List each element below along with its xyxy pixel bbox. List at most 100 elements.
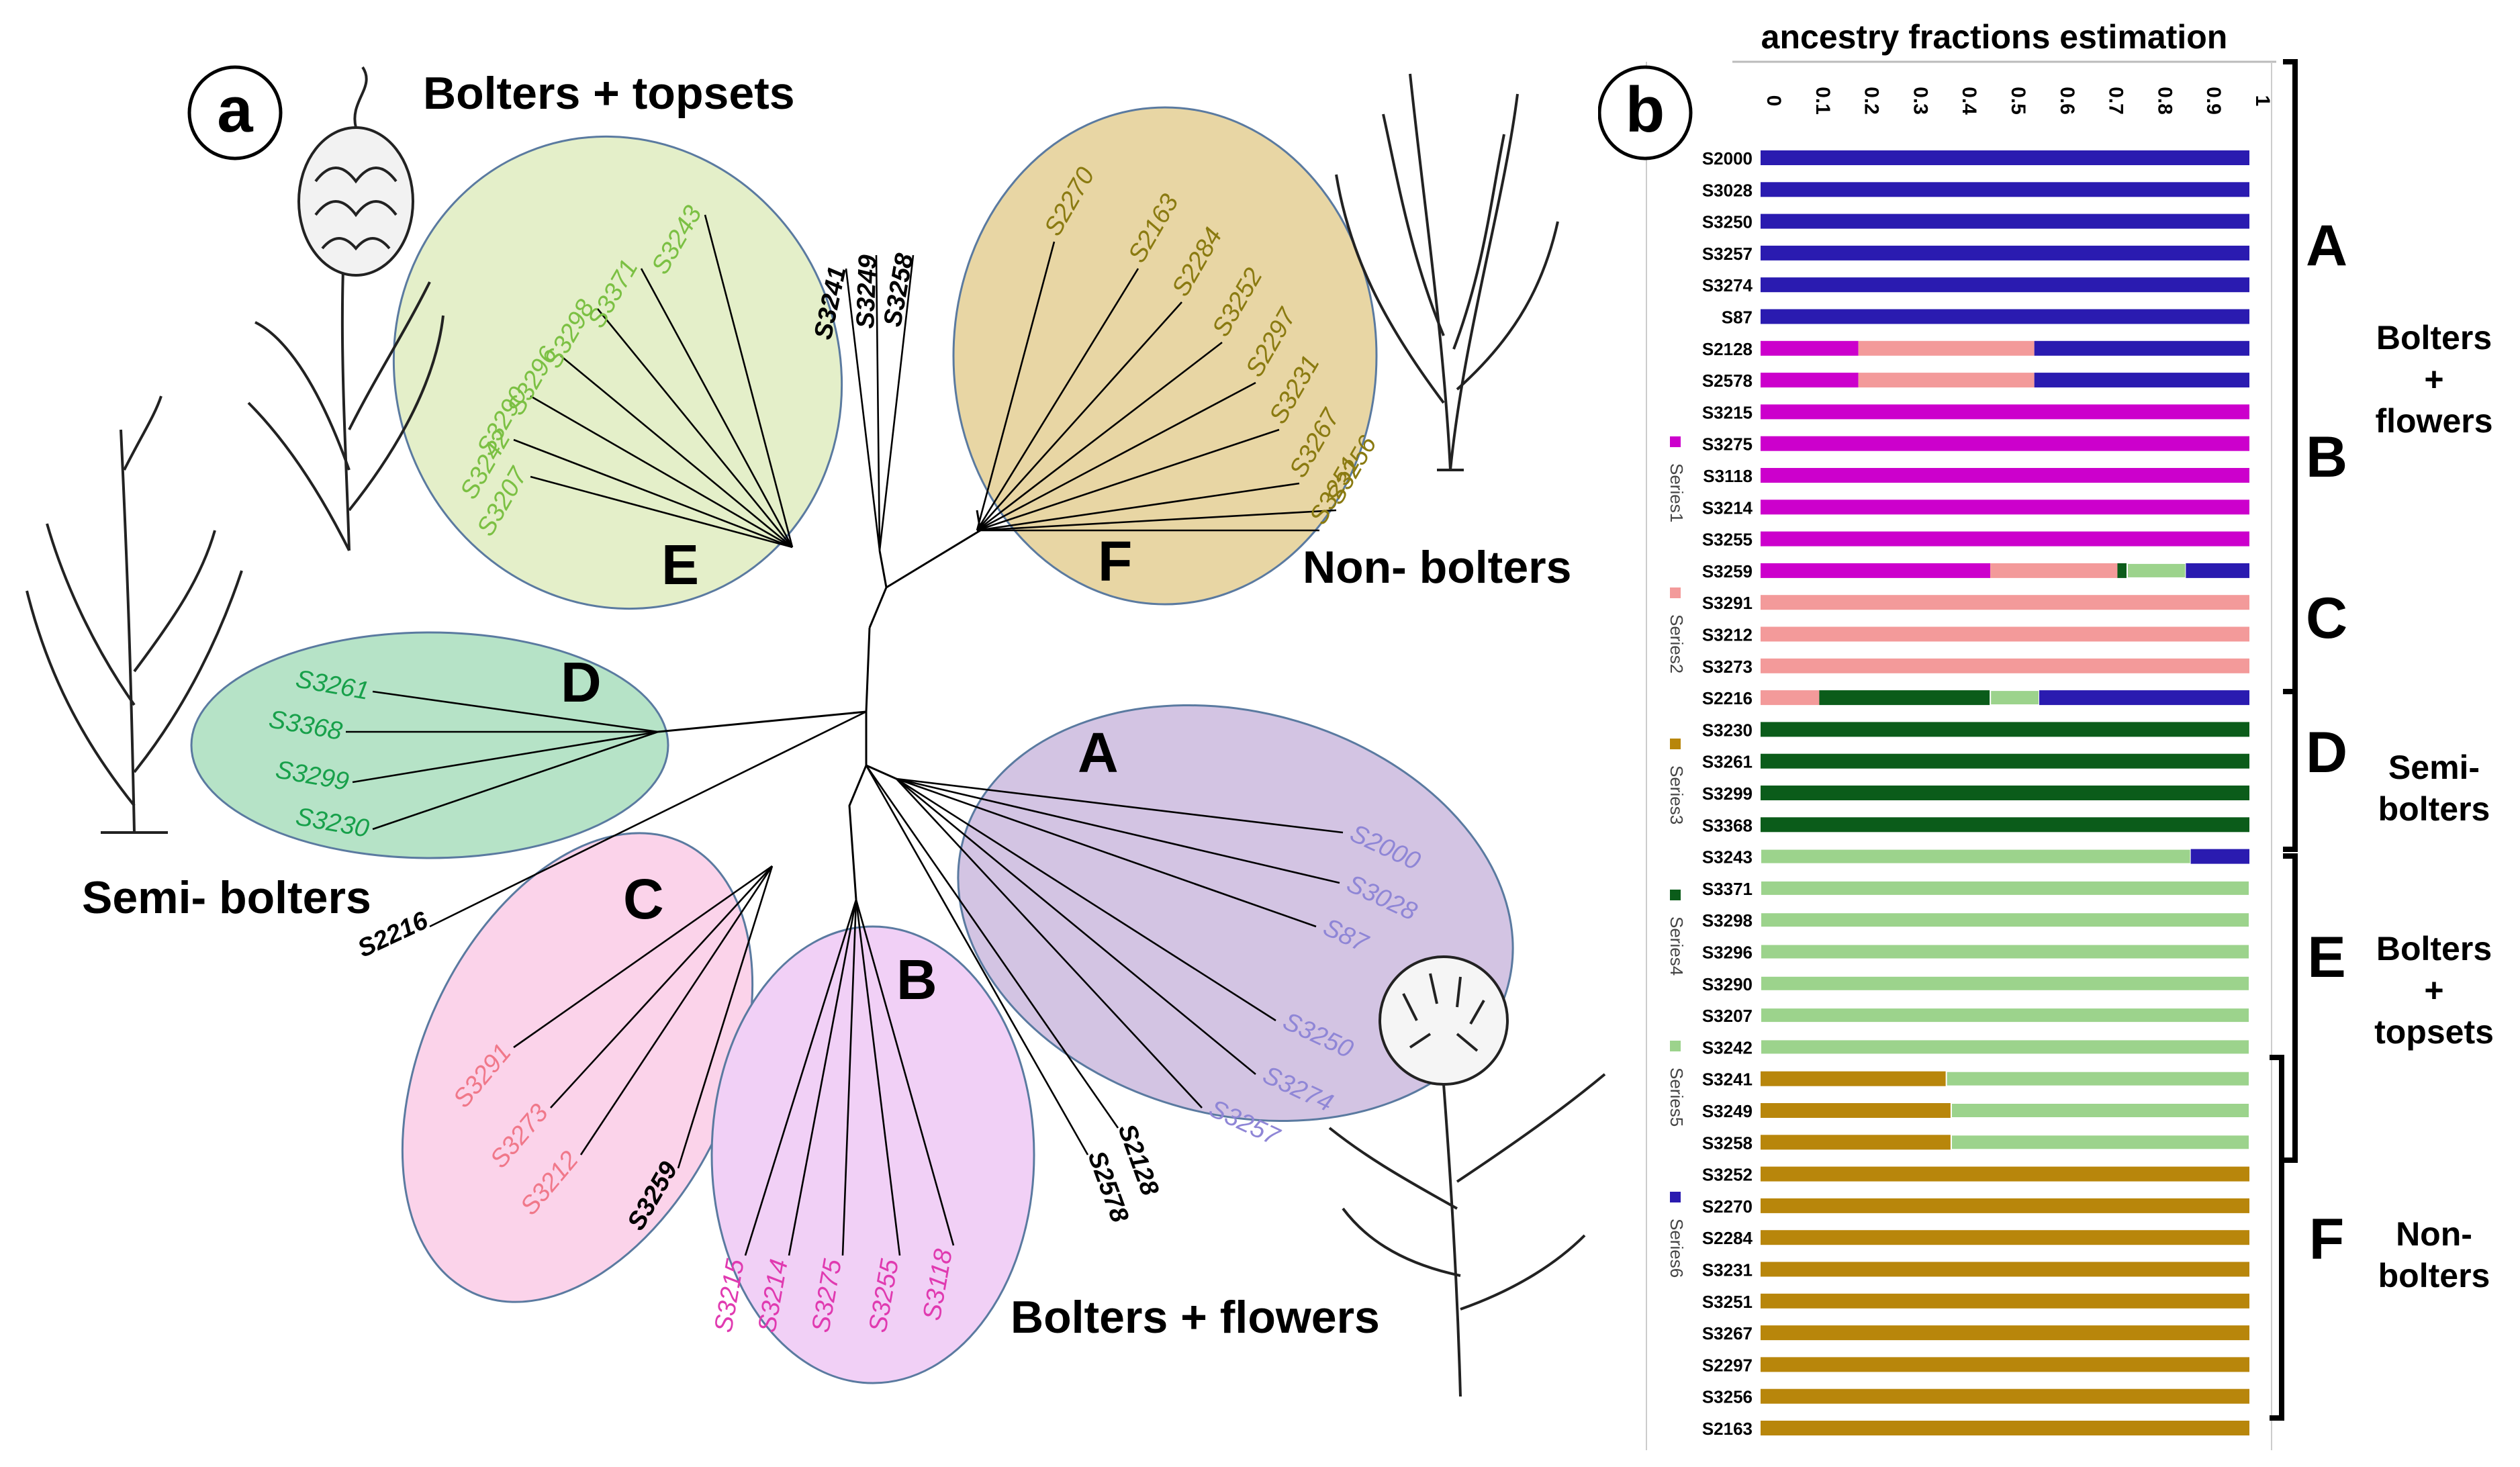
bar-segment-s2216-series2 [1761, 690, 1820, 706]
legend-label-series5: Series5 [1667, 1068, 1687, 1127]
bar-segment-s3290-series5 [1760, 975, 2250, 992]
x-tick-label: 0.9 [2202, 87, 2225, 115]
category-label-s3214: S3214 [1702, 498, 1753, 518]
bracket-letter-f: F [2309, 1207, 2345, 1272]
tree-leaf-branches [346, 214, 1344, 1256]
bar-segment-s3215-series1 [1761, 404, 2249, 420]
group-bracket [2270, 1055, 2284, 1421]
category-label-s3242: S3242 [1702, 1037, 1753, 1057]
bar-segment-s3273-series2 [1761, 658, 2249, 673]
bracket-desc-e: topsets [2374, 1013, 2494, 1051]
bar-segment-s2128-series1 [1761, 340, 1859, 356]
phylogenetic-tree-panel: S3243S3371S3298S3296S3290S3242S3207S2270… [26, 65, 1606, 1397]
bar-segment-s3251-series3 [1761, 1293, 2249, 1309]
branch-s3275 [841, 899, 857, 1256]
branch-s3028 [896, 777, 1340, 884]
legend-label-series1: Series1 [1667, 463, 1687, 522]
bar-segment-s3259-series1 [1761, 563, 1991, 578]
cluster-b-ellipse [710, 925, 1035, 1384]
branch-s3259 [677, 865, 774, 1169]
branch-s3299 [352, 730, 659, 784]
flowering-plant-illustration [1328, 955, 1606, 1397]
category-label-s2163: S2163 [1702, 1419, 1753, 1439]
bar-segment-s3368-series4 [1761, 817, 2249, 833]
chart-title: ancestry fractions estimation [1761, 18, 2228, 56]
category-label-s3028: S3028 [1702, 180, 1753, 200]
branch-s3242 [513, 438, 793, 549]
x-tick-label: 0.7 [2105, 87, 2127, 115]
title-bolters-flowers: Bolters + flowers [1011, 1292, 1380, 1343]
bracket-desc-b: + [2424, 361, 2443, 398]
category-label-s2216: S2216 [1702, 688, 1753, 708]
bar-segment-s3255-series1 [1761, 531, 2249, 547]
panel-b-label-circle [1598, 65, 1693, 160]
cluster-letter-a: A [1078, 721, 1119, 784]
category-label-s3290: S3290 [1702, 974, 1753, 994]
bar-segment-s3028-series6 [1761, 182, 2249, 197]
cluster-a-ellipse [957, 704, 1514, 1122]
branch-s3212 [579, 865, 774, 1155]
branch-s3243 [704, 214, 794, 548]
branch-s3298 [596, 308, 794, 548]
cluster-d-ellipse [190, 631, 669, 859]
branch-s3296 [560, 354, 793, 549]
bar-segment-s2297-series3 [1761, 1357, 2249, 1372]
category-label-s2000: S2000 [1702, 148, 1753, 169]
title-semi-bolters: Semi- bolters [82, 872, 371, 923]
bar-segment-s3230-series4 [1761, 722, 2249, 737]
category-label-s3255: S3255 [1702, 530, 1753, 550]
semi-bolter-plant-illustration [26, 395, 243, 834]
legend-label-series2: Series2 [1667, 614, 1687, 673]
bar-segment-s3256-series3 [1761, 1388, 2249, 1404]
cluster-f-ellipse [952, 106, 1378, 606]
branch-s3267 [976, 482, 1300, 532]
bar-segment-s3243-series6 [2190, 849, 2249, 864]
bar-segment-s3242-series5 [1760, 1039, 2250, 1055]
bar-segment-s3259-series2 [1990, 563, 2118, 578]
branch-s3230 [372, 730, 659, 831]
branch-s2270 [976, 241, 1056, 531]
branch-s2297 [976, 381, 1256, 532]
bracket-letter-a: A [2306, 214, 2347, 278]
x-tick-label: 0 [1763, 95, 1785, 107]
bar-segment-s2216-series4 [1819, 690, 1991, 706]
bracket-desc-f: Non- [2396, 1215, 2472, 1253]
non-bolter-plant-illustration [1335, 73, 1559, 471]
bar-segment-s2128-series6 [2034, 340, 2249, 356]
branch-s3207 [530, 475, 793, 549]
bar-segment-s3212-series2 [1761, 626, 2249, 642]
bracket-letter-d: D [2306, 720, 2347, 785]
cluster-e-ellipse [392, 135, 843, 610]
category-label-s3207: S3207 [1702, 1006, 1753, 1026]
leaf-label-s3258: S3258 [878, 250, 919, 328]
bar-segment-s3249-series3 [1761, 1103, 1951, 1118]
bar-segment-s2216-series6 [2039, 690, 2249, 706]
bracket-letter-b: B [2306, 425, 2347, 489]
bracket-desc-b: flowers [2375, 402, 2492, 440]
category-label-s3299: S3299 [1702, 784, 1753, 804]
panel-b-label: b [1626, 74, 1665, 146]
category-label-s3215: S3215 [1702, 402, 1753, 422]
category-label-s3241: S3241 [1702, 1070, 1753, 1090]
branch-s3257 [896, 778, 1203, 1108]
category-label-s3274: S3274 [1702, 275, 1753, 295]
branch-s3273 [550, 865, 773, 1108]
category-label-s2284: S2284 [1702, 1228, 1753, 1248]
bracket-desc-f: bolters [2378, 1257, 2490, 1294]
panel-a-label-circle [187, 65, 283, 160]
category-label-s3231: S3231 [1702, 1260, 1753, 1280]
category-label-s3273: S3273 [1702, 657, 1753, 677]
group-bracket [2283, 59, 2298, 694]
category-label-s3118: S3118 [1703, 466, 1753, 486]
branch-s2163 [976, 268, 1139, 531]
category-label-s3368: S3368 [1702, 815, 1753, 835]
legend-label-series3: Series3 [1667, 765, 1687, 824]
bar-segment-s3261-series4 [1761, 753, 2249, 769]
branch-s3258 [878, 254, 915, 551]
bar-segment-s2163-series3 [1761, 1421, 2249, 1435]
title-bolters-topsets: Bolters + topsets [423, 68, 795, 119]
cluster-letter-d: D [561, 651, 602, 714]
category-label-s3296: S3296 [1702, 943, 1753, 963]
